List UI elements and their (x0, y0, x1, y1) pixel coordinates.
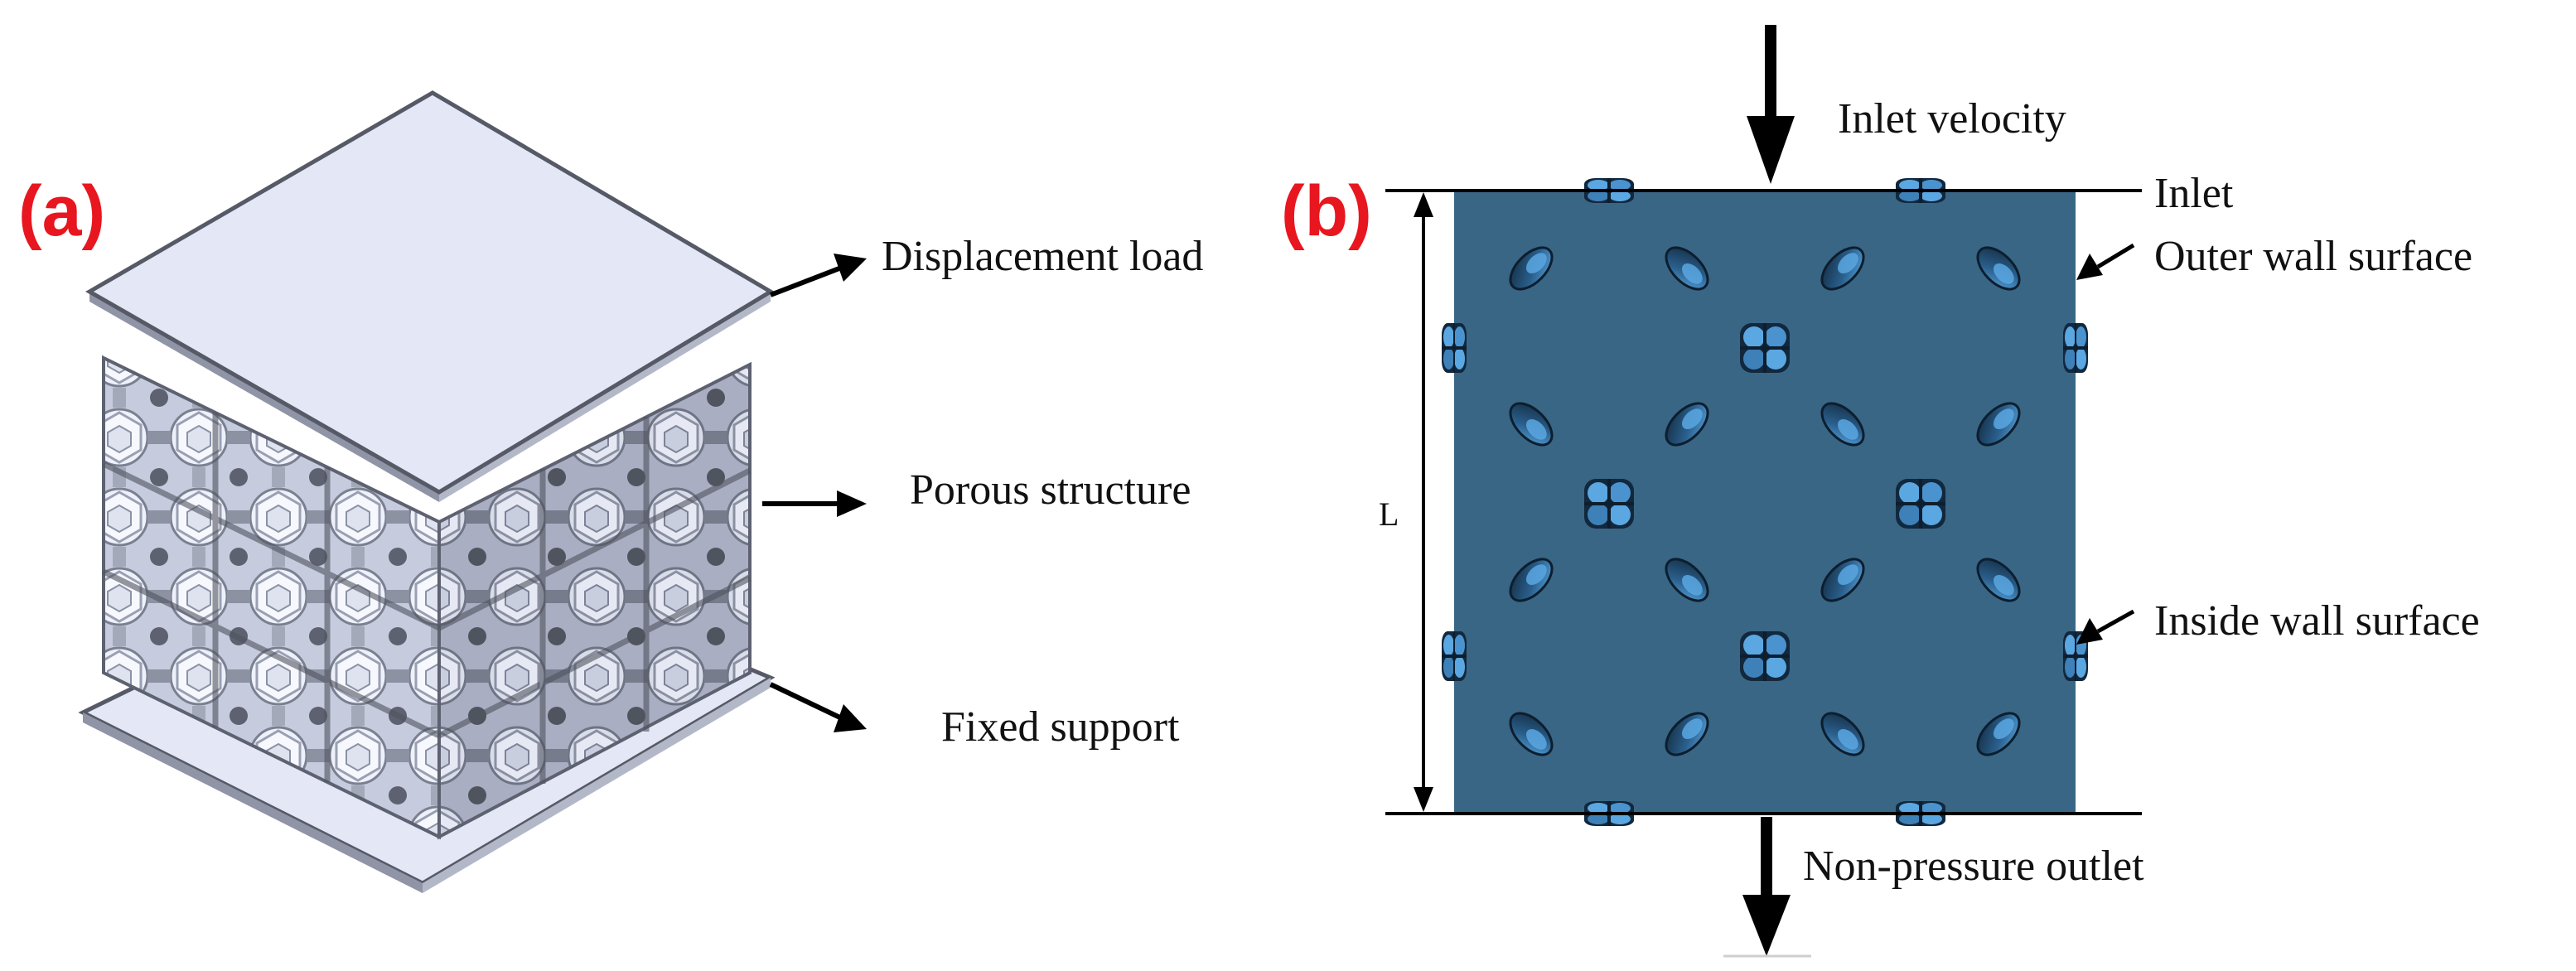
panel-b-fluid-domain: (b) (1281, 25, 2480, 958)
pore-cross-4 (1738, 630, 1791, 683)
fixed-support-label: Fixed support (941, 703, 1180, 751)
non-pressure-outlet-label: Non-pressure outlet (1803, 843, 2144, 890)
top-plate-edge (89, 292, 439, 502)
porous-structure-arrow (762, 490, 867, 517)
panel-a-porous-model: (a) Displacement load Porous structure F… (18, 90, 1203, 893)
top-plate (85, 90, 775, 495)
pore-edge-left-2 (1440, 630, 1468, 683)
fluid-domain (1454, 191, 2076, 814)
top-plate-edge-right (439, 292, 771, 502)
porous-structure-label: Porous structure (910, 466, 1191, 514)
inlet-velocity-arrow (1747, 25, 1795, 184)
length-dimension (1414, 192, 1433, 812)
bottom-plate-edge-right (423, 678, 771, 893)
inlet-label: Inlet (2154, 170, 2234, 217)
outer-wall-arrow (2076, 243, 2135, 280)
bottom-plate-edge (83, 713, 423, 893)
inlet-velocity-label: Inlet velocity (1838, 95, 2066, 143)
inside-wall-arrow (2076, 609, 2135, 645)
pore-cross-1 (1738, 321, 1791, 374)
inside-wall-surface-label: Inside wall surface (2154, 597, 2480, 645)
panel-b-tag: (b) (1281, 171, 1372, 251)
outer-wall-surface-label: Outer wall surface (2154, 233, 2472, 280)
panel-a-tag: (a) (18, 171, 105, 251)
lattice-struts (102, 413, 752, 784)
fixed-support-arrow (769, 682, 867, 732)
pore-cross-3 (1894, 477, 1947, 530)
pore-edge-right-1 (2061, 321, 2090, 374)
pore-edge-left-1 (1440, 321, 1468, 374)
pore-cross-2 (1583, 477, 1636, 530)
displacement-load-arrow (769, 254, 867, 297)
length-label: L (1379, 495, 1399, 533)
outlet-arrow (1723, 817, 1811, 958)
displacement-load-label: Displacement load (882, 233, 1203, 280)
